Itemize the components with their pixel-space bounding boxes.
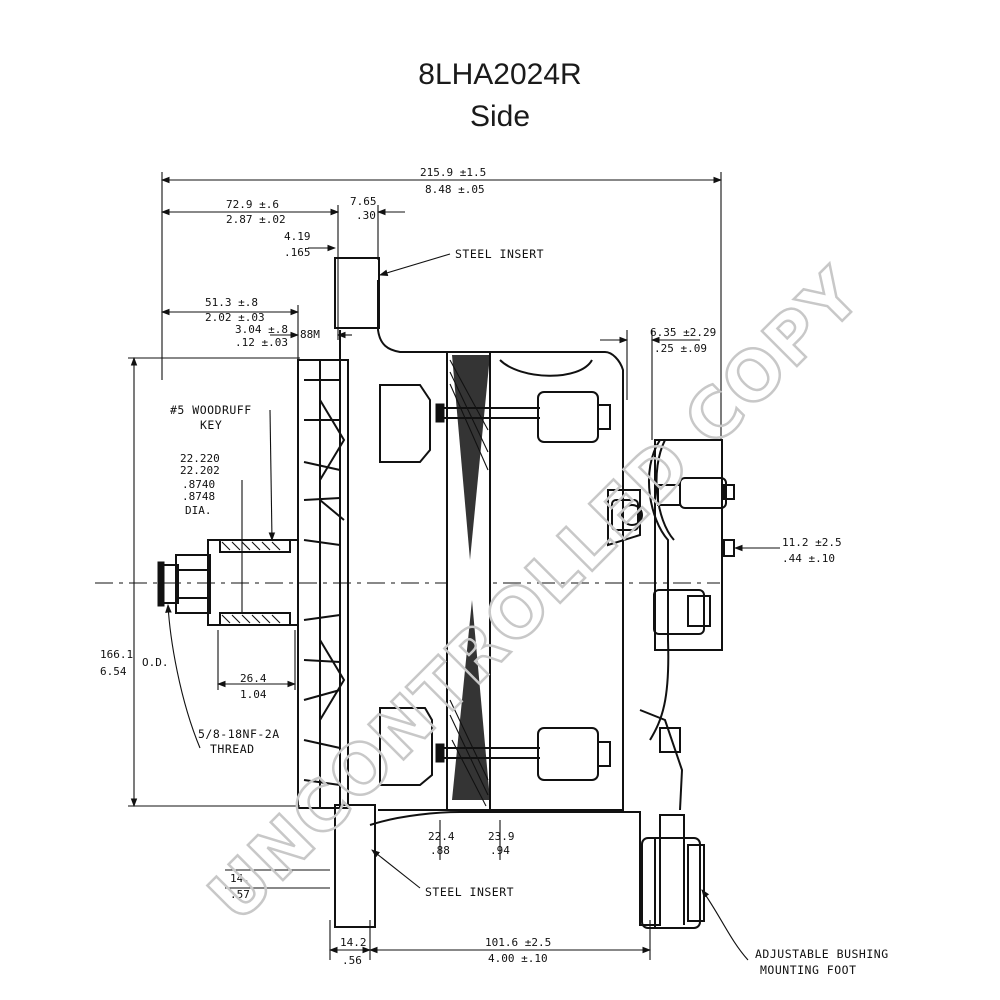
dim-terminal-in: .44 ±.10: [782, 552, 835, 565]
dim-gap-mm: 3.04 ±.8: [235, 323, 288, 336]
dim-keydia-in1: .8740: [182, 478, 215, 491]
dim-overall-in: 8.48 ±.05: [425, 183, 485, 196]
dim-foot-in: 4.00 ±.10: [488, 952, 548, 965]
dim-front-in: 2.87 ±.02: [226, 213, 286, 226]
dim-ear-w-mm: 14.2: [340, 936, 367, 949]
note-thread-line1: 5/8-18NF-2A: [198, 727, 280, 741]
dim-rear-in: .25 ±.09: [654, 342, 707, 355]
dim-ear-in: .88: [430, 844, 450, 857]
dim-keydia-in2: .8748: [182, 490, 215, 503]
dim-od-mm: 166.1: [100, 648, 133, 661]
dim-insert-in: .165: [284, 246, 311, 259]
mounting-foot: [369, 811, 705, 929]
note-key-line2: KEY: [200, 418, 222, 432]
notes: STEEL INSERT #5 WOODRUFF KEY 5/8-18NF-2A…: [170, 247, 889, 977]
rear-housing: [490, 351, 624, 811]
note-foot-line2: MOUNTING FOOT: [760, 963, 857, 977]
dimension-lines: [95, 172, 780, 960]
dimension-text: 215.9 ±1.5 8.48 ±.05 72.9 ±.6 2.87 ±.02 …: [100, 166, 842, 967]
note-thread-line2: THREAD: [210, 742, 255, 756]
dim-terminal-mm: 11.2 ±2.5: [782, 536, 842, 549]
dim-gap-unit: 88M: [300, 328, 320, 341]
dim-keydia-label: DIA.: [185, 504, 212, 517]
through-bolts: [435, 391, 611, 781]
dim-hub-mm: 26.4: [240, 672, 267, 685]
dim-ear-h-mm: 14.: [230, 872, 250, 885]
dim-od-in: 6.54: [100, 665, 127, 678]
dim-flange-mm: 7.65: [350, 195, 377, 208]
note-key-line1: #5 WOODRUFF: [170, 403, 252, 417]
drawing-title: 8LHA2024R: [418, 58, 582, 91]
note-leaders: [165, 253, 749, 961]
dim-flange-in: .30: [356, 209, 376, 222]
dim-insert-mm: 4.19: [284, 230, 311, 243]
dim-ear-w-in: .56: [342, 954, 362, 967]
dim-hub-in: 1.04: [240, 688, 267, 701]
dim-foot-mm: 101.6 ±2.5: [485, 936, 551, 949]
dim-rear-mm: 6.35 ±2.29: [650, 326, 716, 339]
drawing-subtitle: Side: [469, 100, 531, 133]
front-housing: [334, 257, 456, 928]
note-steel-insert-top: STEEL INSERT: [455, 247, 544, 261]
dim-shaft-in: 2.02 ±.03: [205, 311, 265, 324]
shaft-assembly: [157, 539, 299, 626]
dim-ear2-mm: 23.9: [488, 830, 515, 843]
dim-front-mm: 72.9 ±.6: [226, 198, 279, 211]
dim-ear2-in: .94: [490, 844, 510, 857]
rear-terminals: [607, 439, 735, 811]
dim-ear-mm: 22.4: [428, 830, 455, 843]
dim-gap-in: .12 ±.03: [235, 336, 288, 349]
uncontrolled-copy-watermark: UNCONTROLLED COPY: [194, 254, 877, 937]
note-foot-line1: ADJUSTABLE BUSHING: [755, 947, 889, 961]
note-steel-insert-bottom: STEEL INSERT: [425, 885, 514, 899]
dim-od-label: O.D.: [142, 656, 169, 669]
dim-keydia-mm1: 22.220: [180, 452, 220, 465]
dim-ear-h-in: .57: [230, 888, 250, 901]
dim-overall-mm: 215.9 ±1.5: [420, 166, 486, 179]
dim-shaft-mm: 51.3 ±.8: [205, 296, 258, 309]
stator-core: [446, 351, 491, 811]
dim-keydia-mm2: 22.202: [180, 464, 220, 477]
